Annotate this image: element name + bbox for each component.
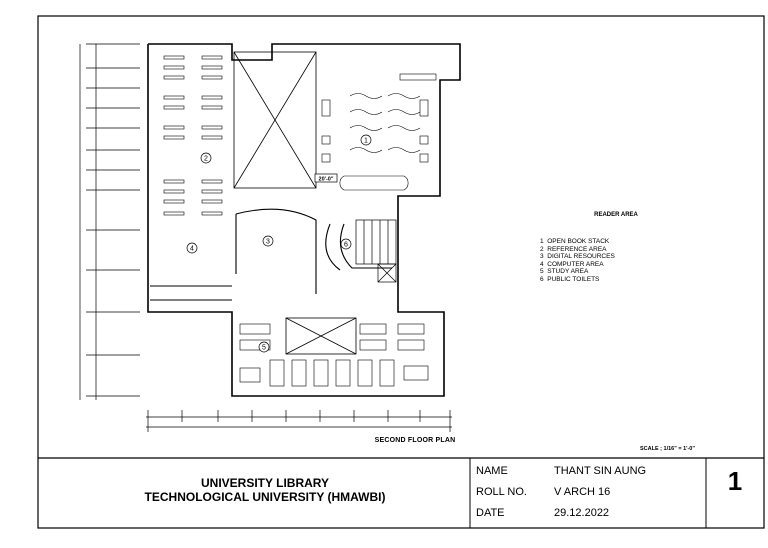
zone-marker-2 <box>200 152 212 164</box>
legend-title: READER AREA <box>594 212 638 218</box>
legend-item-label: PUBLIC TOILETS <box>547 275 600 283</box>
roll-value: V ARCH 16 <box>554 486 611 498</box>
reference-shelves <box>163 55 223 216</box>
plan-title: SECOND FLOOR PLAN <box>374 437 456 444</box>
name-value: THANT SIN AUNG <box>554 465 647 477</box>
legend-item-number: 5 <box>540 268 544 275</box>
legend-item-label: REFERENCE AREA <box>547 245 607 253</box>
legend-item: 6 PUBLIC TOILETS <box>540 276 599 283</box>
zone-markers <box>186 134 372 353</box>
zone-marker-3 <box>262 235 274 247</box>
legend-item: 4 COMPUTER AREA <box>540 261 604 268</box>
zone-number-3: 3 <box>266 239 270 246</box>
zone-marker-4 <box>186 242 198 254</box>
zone-number-6: 6 <box>344 242 348 249</box>
sheet-number: 1 <box>727 466 743 496</box>
legend-item: 1 OPEN BOOK STACK <box>540 238 609 245</box>
legend-item-label: COMPUTER AREA <box>547 260 604 268</box>
legend-item-label: DIGITAL RESOURCES <box>547 253 615 260</box>
zone-marker-5 <box>258 341 270 353</box>
date-value: 29.12.2022 <box>554 507 610 519</box>
building-walls <box>147 43 461 397</box>
legend-item-label: OPEN BOOK STACK <box>547 238 610 245</box>
sheet-border <box>37 15 765 529</box>
legend-item-number: 4 <box>540 260 544 268</box>
atrium-void-south <box>285 317 357 355</box>
center-dimension-tag <box>314 173 338 183</box>
legend-item: 5 STUDY AREA <box>540 268 588 275</box>
scale-note: SCALE ; 1/16" = 1'-0" <box>640 446 695 452</box>
project-title-line1: UNIVERSITY LIBRARY <box>200 476 329 490</box>
roll-label: ROLL NO. <box>476 486 527 498</box>
study-area-furniture <box>239 323 429 387</box>
zone-number-1: 1 <box>364 138 368 145</box>
atrium-void-north <box>233 51 317 189</box>
open-stack-furniture <box>321 73 437 191</box>
legend-item: 2 REFERENCE AREA <box>540 246 607 253</box>
legend-item-number: 3 <box>540 253 544 260</box>
legend-item-number: 6 <box>540 275 544 283</box>
left-dimension-chain <box>79 43 140 400</box>
zone-number-4: 4 <box>190 246 194 253</box>
digital-resources-walls <box>150 208 392 301</box>
zone-marker-1 <box>360 134 372 146</box>
legend-item-number: 1 <box>540 238 544 245</box>
toilet-core <box>355 219 397 283</box>
date-label: DATE <box>476 507 505 519</box>
zone-number-5: 5 <box>262 345 266 352</box>
center-dimension-text: 20'-0" <box>319 177 334 183</box>
name-label: NAME <box>476 465 508 477</box>
zone-number-2: 2 <box>204 156 208 163</box>
legend-item: 3 DIGITAL RESOURCES <box>540 253 615 260</box>
legend-item-label: STUDY AREA <box>547 268 589 275</box>
bottom-dimension-chain <box>146 410 452 432</box>
zone-marker-6 <box>340 238 352 250</box>
project-title-line2: TECHNOLOGICAL UNIVERSITY (HMAWBI) <box>144 490 386 504</box>
legend-item-number: 2 <box>540 245 544 253</box>
zone-numbers: 2 1 3 4 6 5 <box>190 138 368 352</box>
